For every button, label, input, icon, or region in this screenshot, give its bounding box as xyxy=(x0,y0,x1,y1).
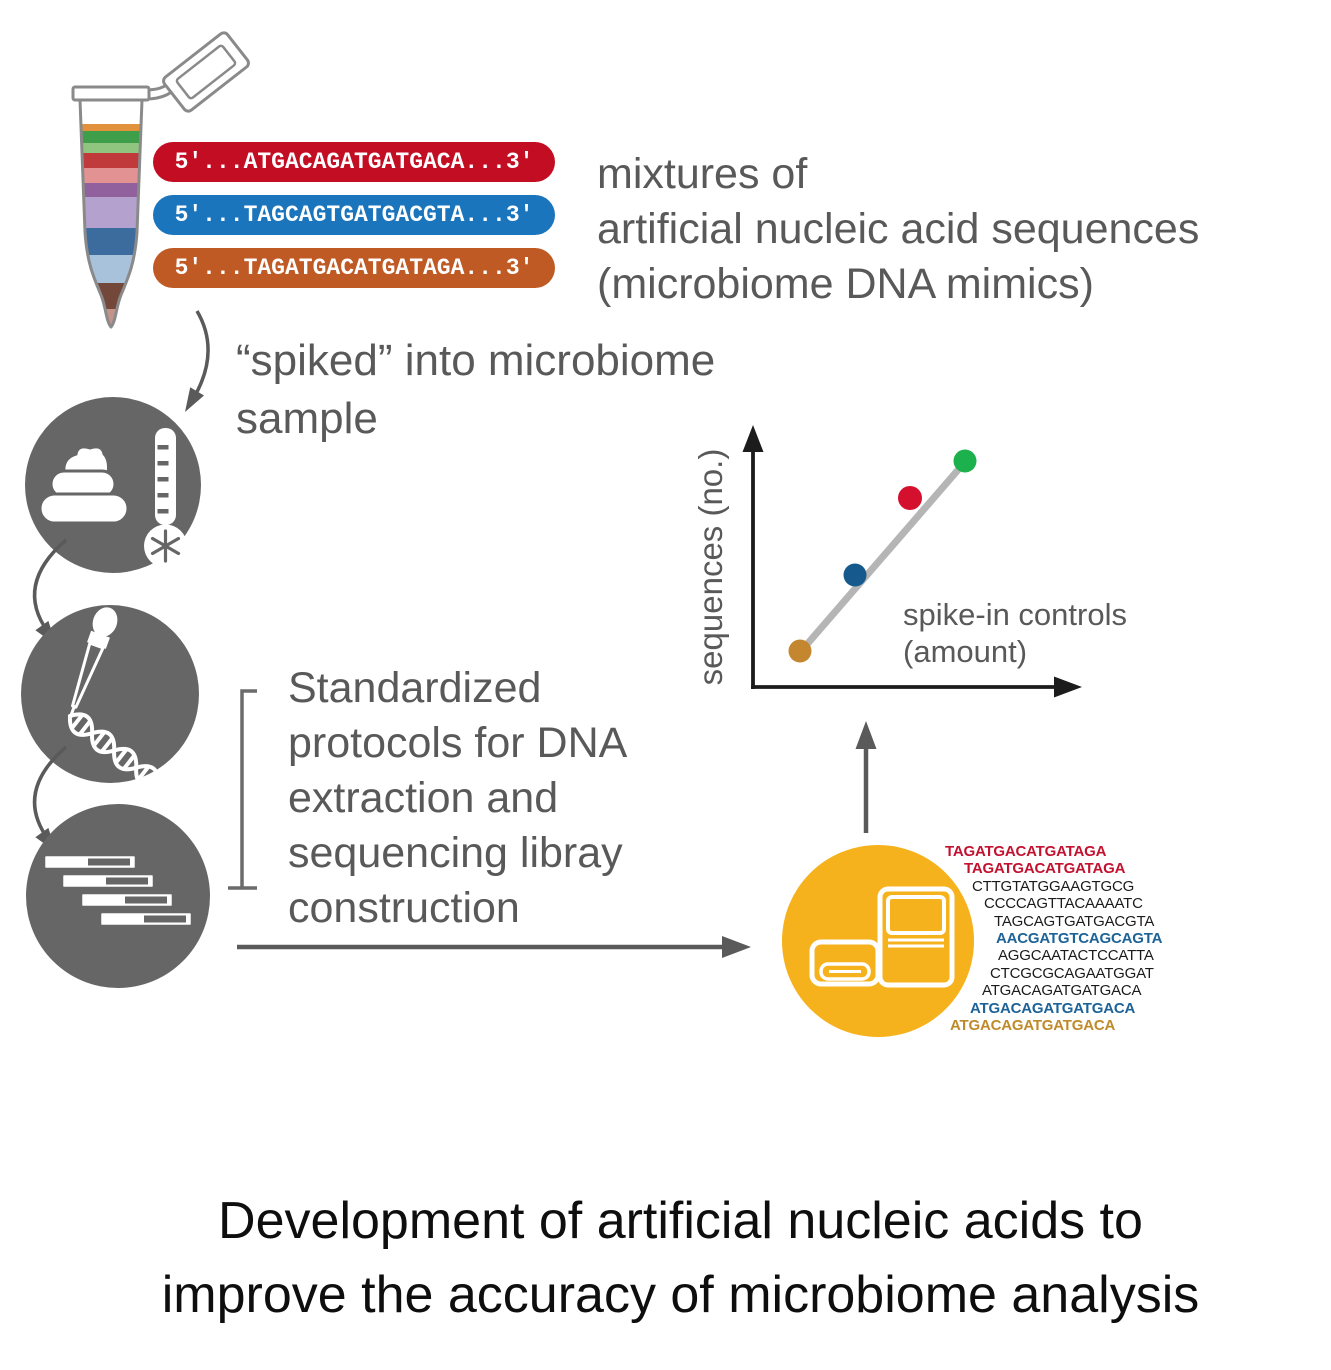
caption-line: protocols for DNA xyxy=(288,719,628,767)
annotation-line: spike-in controls xyxy=(903,597,1127,632)
caption-line: “spiked” into microbiome xyxy=(236,336,716,385)
sequence-read: CCCCAGTTACAAAATC xyxy=(984,895,1143,913)
y-axis-arrowhead xyxy=(742,425,764,452)
caption-line: Standardized xyxy=(288,664,542,712)
sequencing-arrow xyxy=(237,936,751,958)
protocols-bracket xyxy=(228,689,257,890)
annotation-line: (amount) xyxy=(903,634,1028,669)
spike-pill-label: 5'...ATGACAGATGATGACA...3' xyxy=(174,149,534,175)
arrowhead xyxy=(855,721,877,749)
tube-layer xyxy=(80,309,142,327)
sequence-read: TAGATGACATGATAGA xyxy=(945,843,1107,860)
caption-line: construction xyxy=(288,884,520,932)
results-arrow xyxy=(855,721,877,833)
caption-line: (microbiome DNA mimics) xyxy=(597,260,1094,308)
mixtures-caption: mixtures of artificial nucleic acid sequ… xyxy=(597,147,1199,312)
sequence-read: CTCGCGCAGAATGGAT xyxy=(990,964,1154,982)
spike-pill-blue: 5'...TAGCAGTGATGACGTA...3' xyxy=(153,195,555,235)
tube-layer xyxy=(80,197,142,228)
sequencer-circle xyxy=(782,845,974,1037)
sequence-read: AGGCAATACTCCATTA xyxy=(998,947,1154,965)
caption-line: extraction and xyxy=(288,774,559,822)
spike-pill-red: 5'...ATGACAGATGATGACA...3' xyxy=(153,142,555,182)
trendline xyxy=(792,459,968,661)
tube-layer xyxy=(80,255,142,283)
tube-layer xyxy=(80,124,142,131)
sequence-read: CTTGTATGGAAGTGCG xyxy=(972,877,1135,895)
dna-sequencer-icon xyxy=(809,886,955,988)
sequence-read: AACGATGTCAGCAGTA xyxy=(996,930,1163,948)
tube-rim xyxy=(71,85,151,102)
tube-layer xyxy=(80,183,142,197)
caption-line: sample xyxy=(236,394,378,443)
step-circle-library xyxy=(26,804,210,988)
data-point xyxy=(953,449,977,473)
thermometer-freeze-icon xyxy=(144,428,187,568)
step-circle-sample xyxy=(25,397,201,573)
dropper-icon xyxy=(69,607,118,718)
caption-line: sequencing libray xyxy=(288,829,623,877)
sequencer-output-list: TAGATGACATGATAGA TAGATGACATGATAGA CTTGTA… xyxy=(942,843,1162,1034)
tube-layer xyxy=(80,131,142,143)
caption-line: artificial nucleic acid sequences xyxy=(597,205,1200,253)
tube-cap xyxy=(162,31,250,113)
title-line: Development of artificial nucleic acids … xyxy=(218,1192,1143,1250)
caption-line: mixtures of xyxy=(597,150,808,198)
sample-tube xyxy=(71,31,250,329)
stool-icon xyxy=(38,445,130,525)
spike-pill-orange: 5'...TAGATGACATGATAGA...3' xyxy=(153,248,555,288)
sequence-read: ATGACAGATGATGACA xyxy=(970,999,1136,1017)
title-line: improve the accuracy of microbiome analy… xyxy=(161,1266,1200,1324)
sequence-read: TAGATGACATGATAGA xyxy=(964,860,1126,878)
sequence-read: ATGACAGATGATGACA xyxy=(982,982,1142,1000)
dna-helix-icon xyxy=(67,712,161,789)
data-point xyxy=(843,563,867,587)
tube-layer xyxy=(80,143,142,153)
spike-in-annotation: spike-in controls (amount) xyxy=(903,596,1127,670)
tube-contents xyxy=(80,124,142,327)
data-point xyxy=(898,486,922,510)
sequence-read: ATGACAGATGATGACA xyxy=(950,1017,1116,1035)
spike-pill-label: 5'...TAGATGACATGATAGA...3' xyxy=(174,255,534,281)
step-circle-extraction xyxy=(21,605,199,789)
scatter-plot xyxy=(742,425,1082,698)
tube-layer xyxy=(80,153,142,168)
spike-arrow xyxy=(185,310,210,412)
arrowhead xyxy=(722,936,751,958)
figure-title: Development of artificial nucleic acids … xyxy=(15,1184,1331,1332)
sequencing-reads-icon xyxy=(42,853,194,928)
y-axis-label: sequences (no.) xyxy=(692,448,729,686)
spiked-caption: “spiked” into microbiome sample xyxy=(236,332,715,448)
snowflake-icon xyxy=(150,529,181,563)
tube-body-outline xyxy=(78,98,144,329)
arrowhead xyxy=(185,387,204,412)
tube-layer xyxy=(80,283,142,309)
x-axis-arrowhead xyxy=(1054,676,1082,698)
protocols-caption: Standardized protocols for DNA extractio… xyxy=(288,661,627,936)
data-point xyxy=(788,639,812,663)
tube-layer xyxy=(80,168,142,183)
tube-layer xyxy=(80,228,142,255)
spike-pill-label: 5'...TAGCAGTGATGACGTA...3' xyxy=(174,202,534,228)
sequence-read: TAGCAGTGATGACGTA xyxy=(994,912,1155,930)
